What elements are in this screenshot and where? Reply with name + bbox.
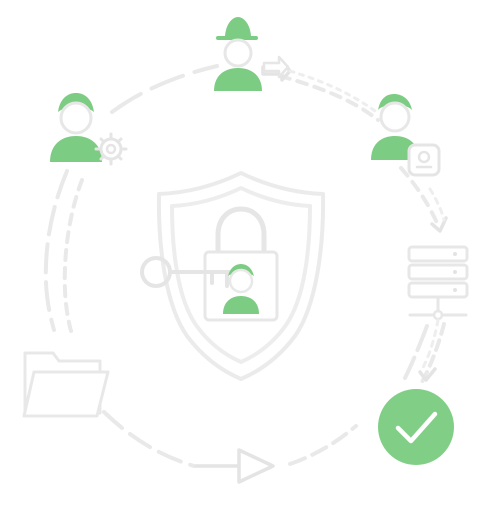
padlock-shackle	[215, 206, 267, 256]
server-rack-bottom	[407, 281, 469, 299]
cycle-arc-right-middle	[399, 166, 439, 225]
cycle-arc-left-inner	[62, 178, 84, 333]
shield-icon	[156, 171, 326, 381]
connector-top-right	[288, 69, 377, 113]
badge-user-head	[379, 101, 411, 133]
center-user-icon	[223, 264, 259, 314]
server-stem	[408, 295, 468, 317]
cycle-arc-right-lower	[403, 324, 429, 380]
hat-brim	[216, 36, 258, 40]
connector-right-server	[428, 187, 446, 222]
server-light-2	[453, 270, 457, 274]
hat-crown	[225, 17, 251, 36]
folder-front	[22, 370, 110, 418]
gear-user-body	[50, 136, 102, 162]
gear-user-head	[59, 101, 93, 135]
shield-outer	[156, 171, 326, 381]
check-mark	[395, 411, 438, 444]
user-with-hat-icon	[214, 17, 290, 91]
badge-avatar	[417, 150, 431, 164]
big-bottom-arrow	[194, 448, 275, 484]
gear-icon	[94, 132, 128, 166]
check-circle-icon	[378, 389, 454, 465]
gear-hub	[105, 143, 117, 155]
cycle-arc-top	[110, 64, 219, 114]
folder-icon	[22, 351, 110, 418]
badge-user-body	[371, 136, 419, 160]
cycle-path	[43, 64, 446, 468]
hat-user-head	[223, 38, 253, 68]
hat-user-arrow	[262, 55, 290, 79]
connector-server-check	[419, 318, 440, 373]
right-lower-arrow-head	[418, 367, 437, 382]
cycle-arc-left	[43, 169, 69, 332]
top-right-arrow-head	[430, 216, 448, 233]
server-rack-top	[407, 245, 469, 263]
server-light-3	[453, 288, 457, 292]
server-stack-icon	[407, 245, 469, 321]
server-rack-middle	[407, 263, 469, 281]
soft-connectors	[288, 69, 446, 373]
shield-inner	[170, 186, 312, 364]
center-user-body	[223, 296, 259, 314]
center-user-head	[228, 268, 254, 294]
check-circle-bg	[378, 389, 454, 465]
cycle-arc-right-top	[278, 74, 380, 122]
cycle-arc-bottom-left	[102, 410, 196, 468]
server-light-1	[453, 252, 457, 256]
user-with-gear-icon	[50, 93, 128, 166]
user-with-badge-icon	[371, 94, 441, 177]
hat-user-body	[214, 68, 262, 91]
cycle-arc-bottom-right	[288, 424, 358, 466]
